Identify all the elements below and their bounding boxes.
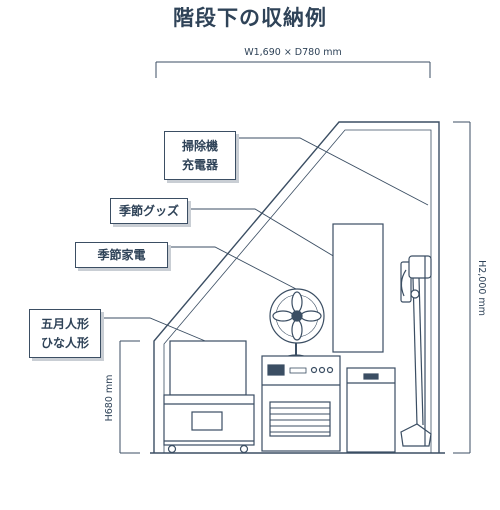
doll-storage-box (163, 340, 255, 454)
height-low-label: H680 mm (104, 375, 115, 422)
callout-seasonal-appliances-label: 季節家電 (97, 247, 146, 262)
callout-dolls: 五月人形 ひな人形 (29, 309, 101, 358)
callout-seasonal-goods: 季節グッズ (110, 198, 188, 224)
width-dimension (155, 61, 431, 78)
callout-dolls-line1: 五月人形 (40, 316, 89, 331)
height-total-dimension (453, 121, 471, 454)
leader-lines (100, 137, 429, 344)
page-title: 階段下の収納例 (173, 6, 327, 30)
callout-vacuum-line1: 掃除機 (181, 138, 218, 153)
humidifier (346, 367, 396, 453)
fan (269, 288, 325, 362)
callout-vacuum-line2: 充電器 (181, 157, 218, 172)
height-total-label: H2,000 mm (476, 260, 487, 316)
height-low-dimension (119, 340, 140, 454)
callout-seasonal-goods-label: 季節グッズ (118, 203, 179, 218)
callout-seasonal-appliances: 季節家電 (75, 242, 168, 268)
width-depth-label: W1,690 × D780 mm (244, 47, 342, 58)
heater (261, 355, 341, 452)
tall-storage-box (332, 223, 384, 353)
stick-vacuum (400, 255, 432, 447)
callout-dolls-line2: ひな人形 (40, 335, 89, 350)
stair-outline (150, 121, 445, 454)
callout-vacuum-charger: 掃除機 充電器 (164, 131, 236, 180)
